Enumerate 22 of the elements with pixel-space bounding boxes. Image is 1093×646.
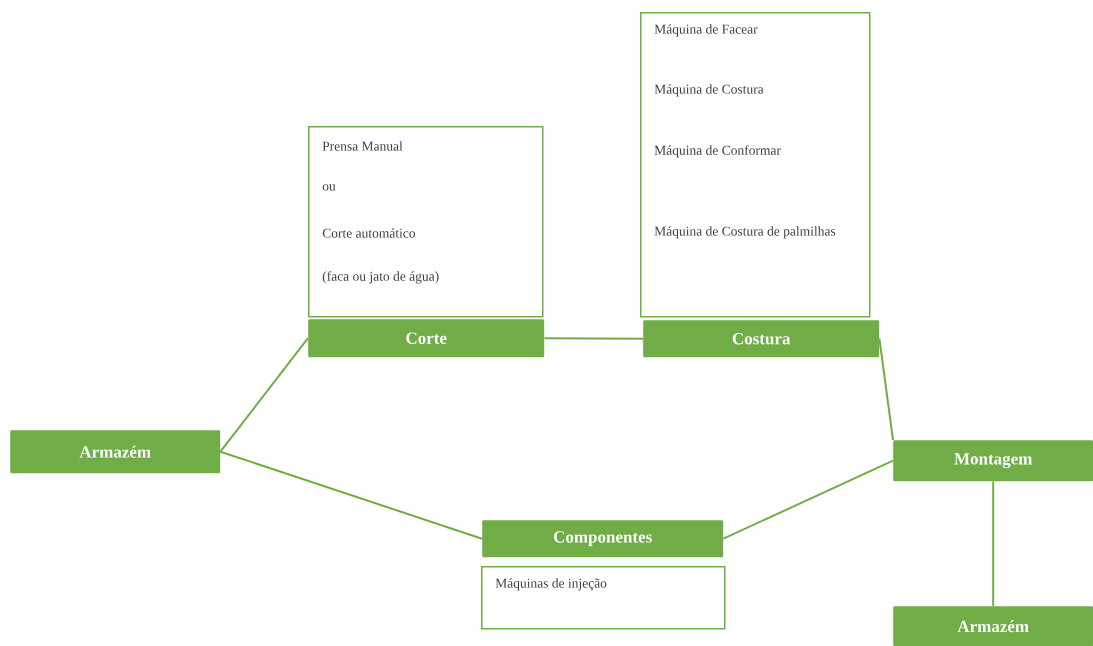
list-item: Máquina de Costura de palmilhas xyxy=(654,226,836,239)
list-item: Máquina de Conformar xyxy=(654,145,781,158)
process-box: Costura xyxy=(643,320,880,358)
process-box: Armazém xyxy=(10,430,221,474)
list-item: Máquina de Facear xyxy=(654,24,758,37)
process-box: Componentes xyxy=(482,520,724,558)
connector-line xyxy=(219,337,309,453)
connector-line xyxy=(543,337,644,340)
connector-line xyxy=(878,337,894,441)
process-box: Corte xyxy=(308,319,545,358)
list-item: ou xyxy=(322,184,336,191)
list-item: Máquinas de injeção xyxy=(495,578,607,591)
list-item: Prensa Manual xyxy=(322,141,403,151)
list-item: Corte automático xyxy=(322,228,416,238)
node-label: Corte xyxy=(406,332,447,344)
process-box: Armazém xyxy=(893,606,1093,646)
list-item: (faca ou jato de água) xyxy=(322,271,439,284)
connector-line xyxy=(219,450,483,540)
list-item: Máquina de Costura xyxy=(654,84,764,97)
connector-line xyxy=(722,459,894,540)
process-box: Montagem xyxy=(893,440,1093,482)
connector-line xyxy=(992,480,995,607)
